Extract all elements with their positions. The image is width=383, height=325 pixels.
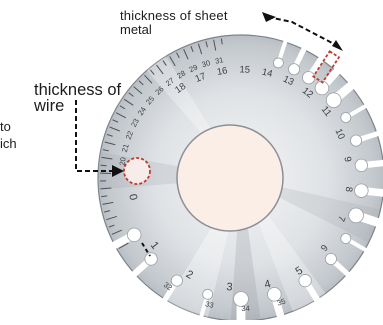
scale-tick <box>101 165 107 166</box>
gauge-slot-hole <box>355 159 367 171</box>
gauge-slot-hole <box>273 58 283 68</box>
gauge-slot-hole <box>315 81 329 95</box>
dial-number: 3 <box>226 281 233 294</box>
sheet-arrow-head-2 <box>332 40 343 51</box>
sheet-metal-label-2: metal <box>120 23 152 36</box>
gauge-slot-hole <box>355 184 369 198</box>
dial-number: 31 <box>214 55 224 65</box>
gauge-slot-hole <box>145 253 157 265</box>
wire-label-2: wire <box>34 98 64 115</box>
wire-slot-highlight <box>124 158 150 184</box>
center-hole <box>177 125 283 231</box>
sheet-arrow-head <box>262 12 276 22</box>
gauge-slot-hole <box>203 289 213 299</box>
gauge-slot-hole <box>288 64 299 75</box>
dial-number: 16 <box>216 65 228 78</box>
gauge-slot-hole <box>127 228 141 242</box>
gauge-slot-hole <box>341 234 351 244</box>
dial-number: 34 <box>241 304 250 313</box>
gauge-slot-hole <box>325 253 336 264</box>
gauge-slot-hole <box>341 113 351 123</box>
sheet-metal-label: thickness of sheet <box>120 9 228 22</box>
partial-label-1: to <box>0 120 11 133</box>
gauge-slot-hole <box>302 71 314 83</box>
gauge-slot-hole <box>350 135 361 146</box>
dial-number: 15 <box>239 64 250 75</box>
partial-label-2: ich <box>0 137 17 150</box>
gauge-slot-hole <box>349 208 364 223</box>
